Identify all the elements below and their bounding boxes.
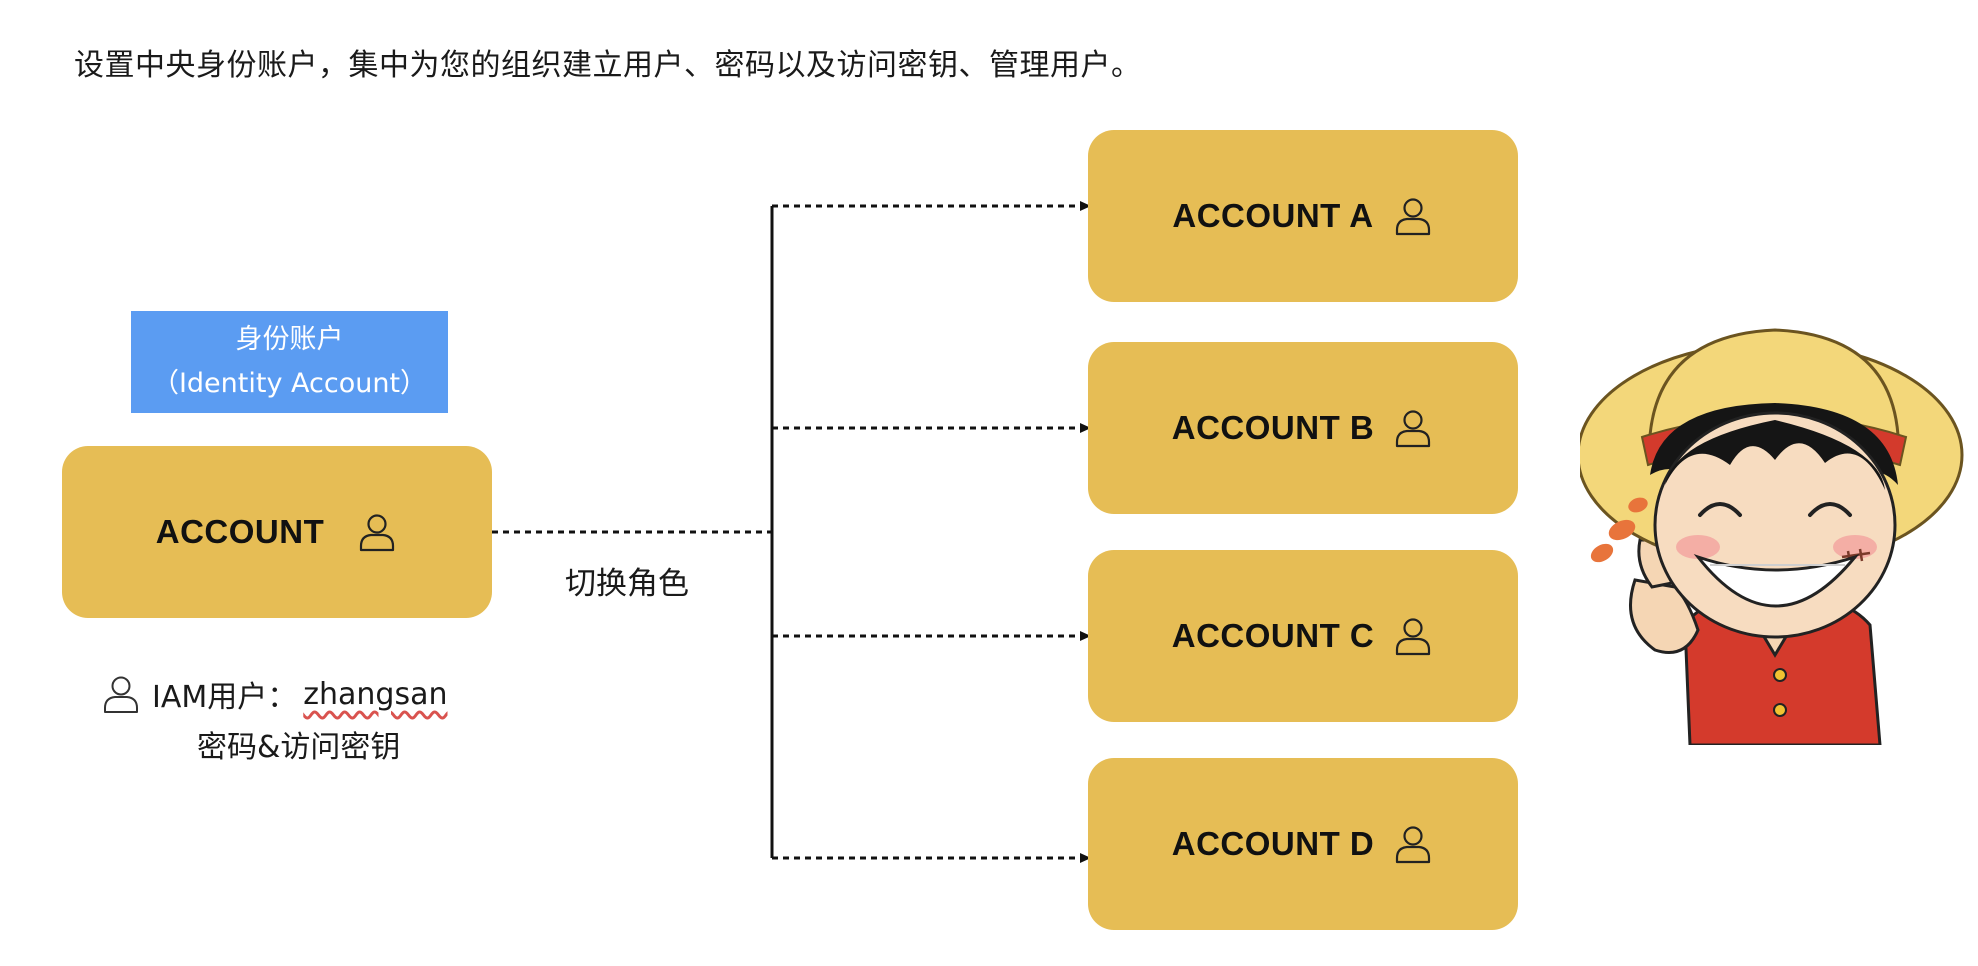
switch-role-label: 切换角色 [565,566,689,602]
account-c-label: ACCOUNT C [1171,617,1375,654]
account-d-label: ACCOUNT D [1171,825,1375,862]
user-icon [360,514,395,552]
identity-account-title: 身份账户 [235,324,344,355]
intro-text: 设置中央身份账户，集中为您的组织建立用户、密码以及访问密钥、管理用户。 [74,48,1142,83]
user-icon [104,676,138,713]
iam-username: zhangsan [303,676,448,712]
user-icon [1396,826,1431,864]
mascot-illustration [1580,328,1964,745]
user-icon [1396,618,1431,656]
main-account-label: ACCOUNT [155,513,325,550]
account-a-label: ACCOUNT A [1172,197,1374,234]
iam-user-prefix: IAM用户： [152,680,298,715]
account-c-box: ACCOUNT C [1088,550,1518,722]
account-b-box: ACCOUNT B [1088,342,1518,514]
user-icon [1395,198,1430,236]
identity-account-subtitle: （Identity Account） [151,368,428,399]
user-icon [1396,410,1431,448]
iam-credentials: 密码&访问密钥 [197,730,401,765]
iam-user-line: IAM用户： zhangsan [100,672,448,716]
account-b-label: ACCOUNT B [1171,409,1375,446]
identity-account-label: 身份账户 （Identity Account） [131,311,448,413]
main-account-box: ACCOUNT [62,446,492,618]
account-a-box: ACCOUNT A [1088,130,1518,302]
account-d-box: ACCOUNT D [1088,758,1518,930]
